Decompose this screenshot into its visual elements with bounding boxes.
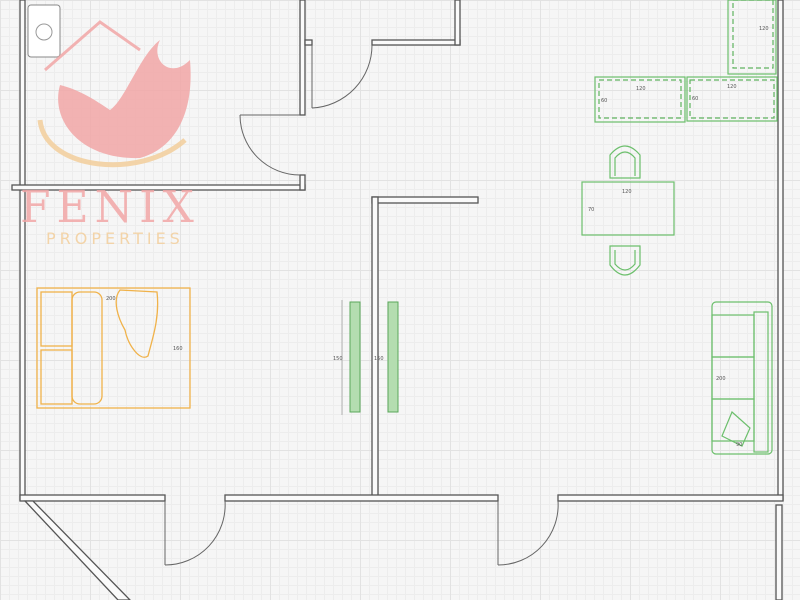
dim-wardrobe-left: 150 [333,356,343,362]
dim-cabinet-left-w: 120 [636,86,646,92]
wall-bath-right-lower [299,174,306,191]
wall-left [19,0,26,501]
fenix-logo: FENIX PROPERTIES [20,20,200,248]
wall-bottom-3 [557,494,784,502]
dining-table: 120 70 [581,145,675,276]
bed: 200 160 [36,287,191,409]
doors [164,44,559,566]
wall-bottom-1 [19,494,166,502]
dim-table-w: 120 [622,189,632,195]
dim-sofa-depth: 90 [736,442,742,448]
sink-icon [27,4,61,58]
wall-partition-top [371,196,479,204]
wall-stub [304,39,313,46]
dim-cabinet-right-d: 60 [692,96,698,102]
wall-closet-right [454,0,461,46]
dim-wardrobe-right: 150 [374,356,384,362]
dim-sofa-length: 200 [716,376,726,382]
wall-diagonal [23,500,131,600]
walls [11,0,784,600]
logo-tagline: PROPERTIES [46,229,184,248]
dim-cabinet-top: 120 [759,26,769,32]
wall-bottom-2 [224,494,499,502]
dim-cabinet-right-w: 120 [727,84,737,90]
wall-closet-bottom [371,39,461,46]
dim-bed-width: 160 [173,346,183,352]
wall-bath-right-upper [299,0,306,116]
dim-cabinet-left-d: 60 [601,98,607,104]
kitchen-cabinets: 120 120 60 120 60 [594,0,778,123]
dim-bed-length: 200 [106,296,116,302]
wall-partition [371,196,379,498]
wall-right [777,0,784,501]
sofa: 200 90 [711,301,773,455]
dim-table-d: 70 [588,207,594,213]
wall-lower-right [775,504,783,600]
logo-name: FENIX [20,182,200,233]
wardrobes: 150 150 [333,300,399,415]
